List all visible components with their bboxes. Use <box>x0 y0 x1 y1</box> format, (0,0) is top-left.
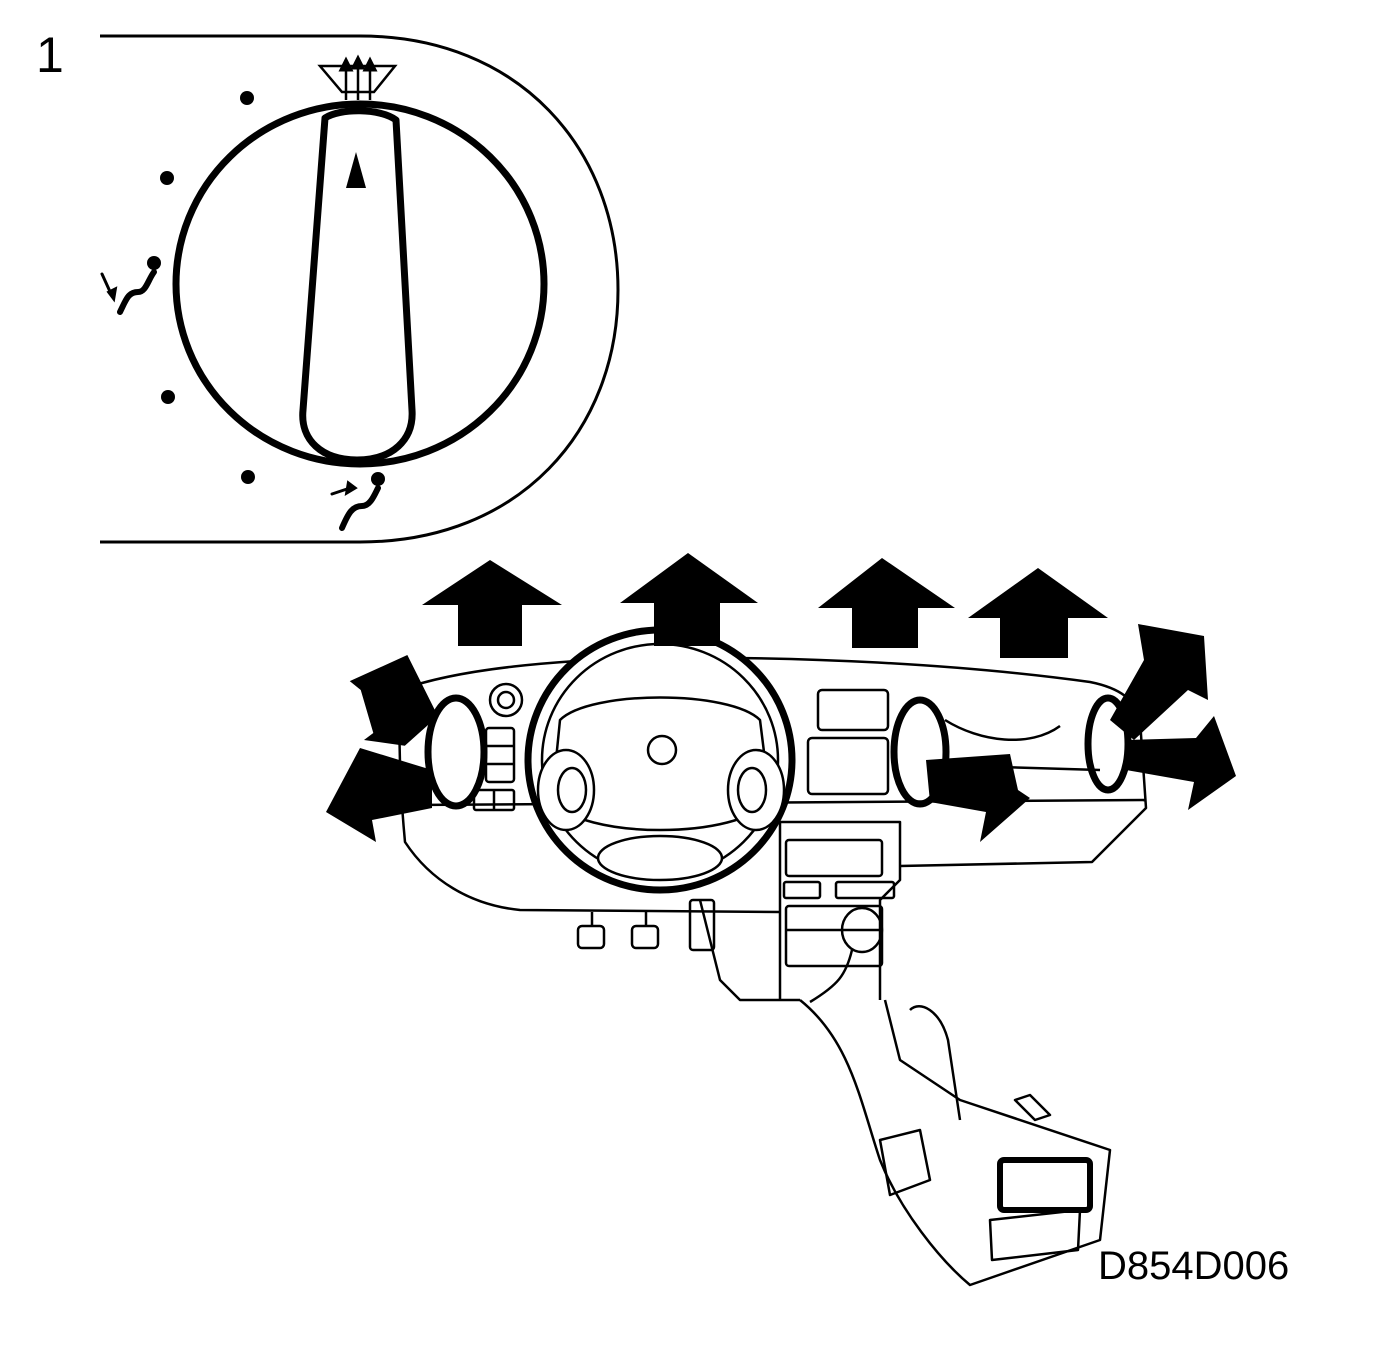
airflow-arrow-left-up <box>349 654 438 746</box>
airflow-arrow-up <box>422 560 562 646</box>
air-distribution-dial[interactable] <box>172 100 548 468</box>
switch-block <box>484 726 516 784</box>
figure-number: 1 <box>36 27 64 83</box>
passenger-trim <box>944 718 1061 742</box>
handbrake <box>909 1005 962 1121</box>
floor-vent-icon <box>330 480 381 531</box>
figure-code: D854D006 <box>1098 1244 1290 1288</box>
steering-column <box>698 899 800 1002</box>
center-stack <box>778 820 902 1000</box>
climate-panel <box>784 904 884 968</box>
cup-holder <box>878 1128 932 1197</box>
airflow-arrow-up <box>620 553 758 646</box>
airflow-arrows-defrost <box>422 553 1108 658</box>
airflow-arrow-up <box>968 568 1108 658</box>
button-row-b <box>834 880 896 900</box>
vent-center-left <box>890 696 950 808</box>
airflow-arrow-right-down <box>926 754 1030 842</box>
vent-left <box>424 694 488 810</box>
position-dot <box>147 256 161 270</box>
airflow-arrow-left <box>326 748 432 842</box>
gauge-round <box>488 682 524 718</box>
dash-top <box>399 656 1142 721</box>
position-dot <box>241 470 255 484</box>
dial-knob <box>299 107 416 464</box>
position-dot <box>161 390 175 404</box>
steering-wheel <box>524 626 796 894</box>
panel-outline <box>100 34 620 544</box>
right-spoke-switch <box>726 748 786 832</box>
windshield-defrost-icon <box>317 54 398 100</box>
airflow-arrow-up <box>818 558 955 648</box>
dash-front <box>398 689 781 914</box>
position-dot <box>371 472 385 486</box>
pedals <box>576 898 716 952</box>
position-dot <box>240 91 254 105</box>
shift-knob <box>840 906 884 954</box>
control-panel <box>100 34 620 544</box>
button-row-a <box>782 880 822 900</box>
console <box>799 999 1112 1287</box>
center-display <box>816 688 890 732</box>
horn-emblem <box>646 734 678 766</box>
console-rear <box>988 1208 1082 1262</box>
airflow-arrows-side <box>326 624 1236 842</box>
lower-spoke <box>596 834 724 882</box>
dial-position-dots <box>147 91 385 486</box>
floor-and-defrost-icon <box>100 269 157 315</box>
airflow-arrow-right-up <box>1110 624 1208 740</box>
center-panel <box>806 736 890 796</box>
triangle-pointer-icon <box>346 152 366 188</box>
armrest-tray <box>997 1157 1093 1213</box>
left-spoke-switch <box>536 748 596 832</box>
airflow-arrow-right <box>1126 716 1236 810</box>
position-dot <box>160 171 174 185</box>
radio-unit <box>784 838 884 878</box>
